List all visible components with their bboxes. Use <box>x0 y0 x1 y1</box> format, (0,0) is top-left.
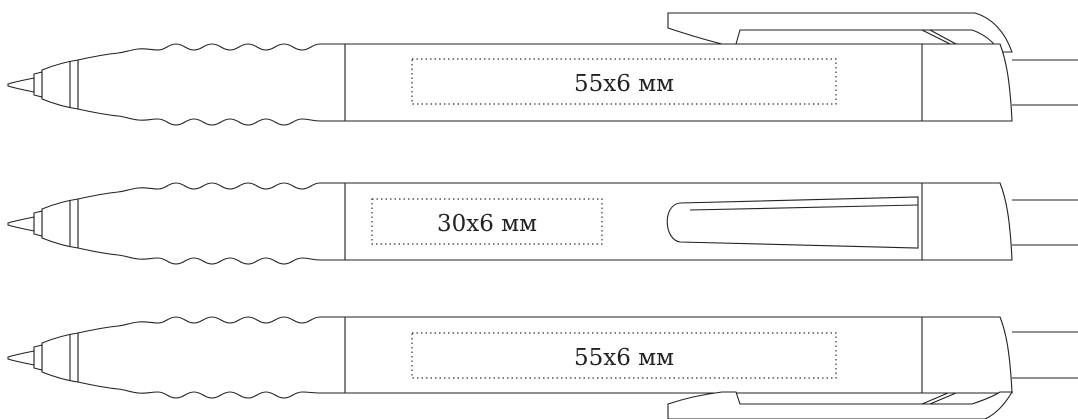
pen-grip <box>77 43 346 126</box>
pen-view-top: 55x6 мм <box>7 12 1078 126</box>
pen-clip <box>667 12 1013 53</box>
pen-view-middle: 30x6 мм <box>7 182 1078 265</box>
print-area-label: 30x6 мм <box>437 211 537 237</box>
pen-plunger <box>1012 331 1078 379</box>
pen-tip <box>7 59 79 110</box>
pen-clip <box>666 196 919 249</box>
print-area-label: 55x6 мм <box>574 345 674 371</box>
pen-plunger <box>1012 199 1078 246</box>
print-area-label: 55x6 мм <box>574 71 674 97</box>
pen-plunger <box>1012 59 1078 106</box>
pen-clip <box>667 391 1013 419</box>
pen-tip <box>7 198 79 249</box>
print-area-box: 55x6 мм <box>411 332 837 379</box>
pen-view-bottom: 55x6 мм <box>7 316 1078 419</box>
print-area-box: 55x6 мм <box>411 58 837 105</box>
pen-tip <box>7 332 79 383</box>
pen-grip <box>77 182 346 265</box>
print-area-box: 30x6 мм <box>371 198 603 245</box>
pen-barrel <box>344 43 1013 122</box>
pen-barrel <box>344 316 1013 394</box>
pen-grip <box>77 316 346 399</box>
